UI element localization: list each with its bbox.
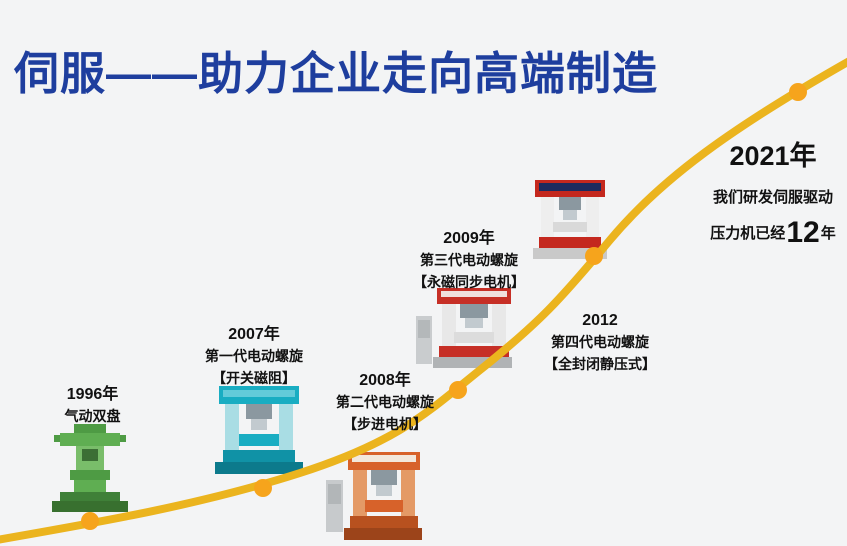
press-machine-2007-image	[215, 386, 303, 474]
milestone-dot-1996	[81, 512, 99, 530]
finale-line2-prefix: 压力机已经	[710, 224, 786, 242]
milestone-2009: 2009年 第三代电动螺旋 【永磁同步电机】	[403, 228, 535, 294]
page-title: 伺服——助力企业走向高端制造	[14, 48, 659, 99]
milestone-name: 第四代电动螺旋	[551, 334, 649, 351]
finale-years-count: 12	[786, 215, 820, 249]
milestone-spec: 【开关磁阻】	[212, 370, 296, 387]
milestone-dot-2009	[449, 381, 467, 399]
finale-line1: 我们研发伺服驱动	[712, 188, 833, 206]
milestone-year: 2009年	[443, 230, 495, 247]
press-machine-2009-image	[416, 288, 512, 368]
finale-year: 2021年	[729, 141, 817, 171]
milestone-dot-2007	[254, 479, 272, 497]
milestone-name: 第二代电动螺旋	[336, 394, 434, 411]
milestone-year: 2012	[582, 312, 618, 329]
finale-line2-suffix: 年	[820, 224, 836, 242]
milestone-year: 2008年	[359, 372, 411, 389]
press-machine-2021-image	[533, 180, 607, 259]
milestone-2008: 2008年 第二代电动螺旋 【步进电机】	[320, 370, 450, 436]
milestone-spec: 【步进电机】	[343, 416, 427, 433]
milestone-spec: 【全封闭静压式】	[544, 356, 656, 373]
milestone-spec: 【永磁同步电机】	[413, 274, 525, 291]
milestone-name: 第三代电动螺旋	[420, 252, 518, 269]
milestone-name: 第一代电动螺旋	[205, 348, 303, 365]
milestone-1996: 1996年 气动双盘	[40, 384, 145, 428]
milestone-2021: 2021年 我们研发伺服驱动 压力机已经12年	[698, 141, 847, 250]
milestone-dot-2021	[789, 83, 807, 101]
milestone-name: 气动双盘	[64, 408, 121, 425]
press-machine-2008-image	[326, 452, 422, 540]
milestone-2007: 2007年 第一代电动螺旋 【开关磁阻】	[190, 324, 318, 390]
milestone-year: 2007年	[228, 326, 280, 343]
finale-line2: 压力机已经12年	[698, 216, 847, 250]
milestone-year: 1996年	[66, 386, 119, 403]
press-machine-1996-image	[52, 424, 128, 512]
milestone-2012: 2012 第四代电动螺旋 【全封闭静压式】	[534, 310, 666, 376]
